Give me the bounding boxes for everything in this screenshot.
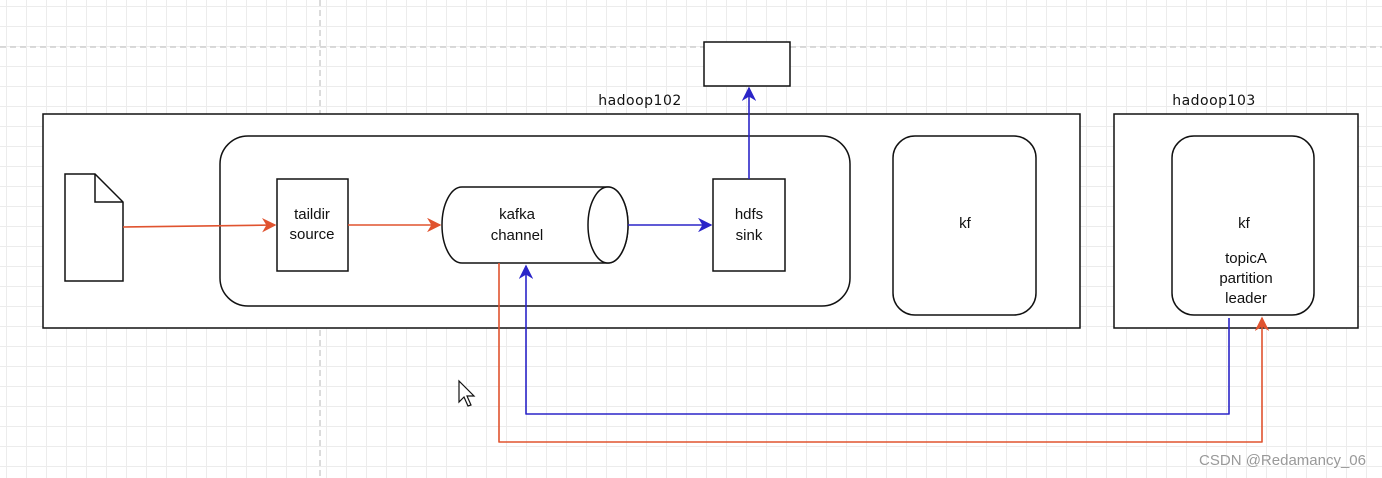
kf-hadoop103-line1: kf <box>1238 215 1251 232</box>
hdfs-sink-box[interactable] <box>712 178 786 272</box>
taildir-source-box[interactable] <box>276 178 349 272</box>
file-to-source-arrow <box>122 217 277 233</box>
kafka-channel-line2: channel <box>491 227 544 244</box>
hadoop103-label: hadoop103 <box>1172 93 1256 109</box>
kf-hadoop102-label: kf <box>959 215 972 232</box>
kafka-channel-line1: kafka <box>499 206 536 223</box>
hdfs-sink-line2: sink <box>736 227 763 244</box>
file-icon[interactable] <box>64 173 124 282</box>
watermark-text: CSDN @Redamancy_06 <box>1199 452 1366 469</box>
mouse-cursor-icon <box>458 379 476 407</box>
hdfs-sink-line1: hdfs <box>735 206 763 223</box>
hadoop102-label: hadoop102 <box>598 93 682 109</box>
kf-hadoop103-line3: topicA <box>1225 250 1267 267</box>
kafka-leader-to-channel-arrow <box>518 264 1230 415</box>
taildir-source-line1: taildir <box>294 206 330 223</box>
kf-hadoop103-line4: partition <box>1219 270 1272 287</box>
kafka-channel-cylinder[interactable] <box>441 186 629 264</box>
hdfs-output-box[interactable] <box>703 41 791 87</box>
file-icon-fold <box>94 174 123 203</box>
kf-hadoop102-box[interactable] <box>892 135 1037 316</box>
taildir-source-line2: source <box>289 226 334 243</box>
kf-hadoop103-line5: leader <box>1225 290 1267 307</box>
kf-hadoop103-box[interactable] <box>1171 135 1315 316</box>
channel-to-kafka-leader-arrow <box>498 263 1270 443</box>
